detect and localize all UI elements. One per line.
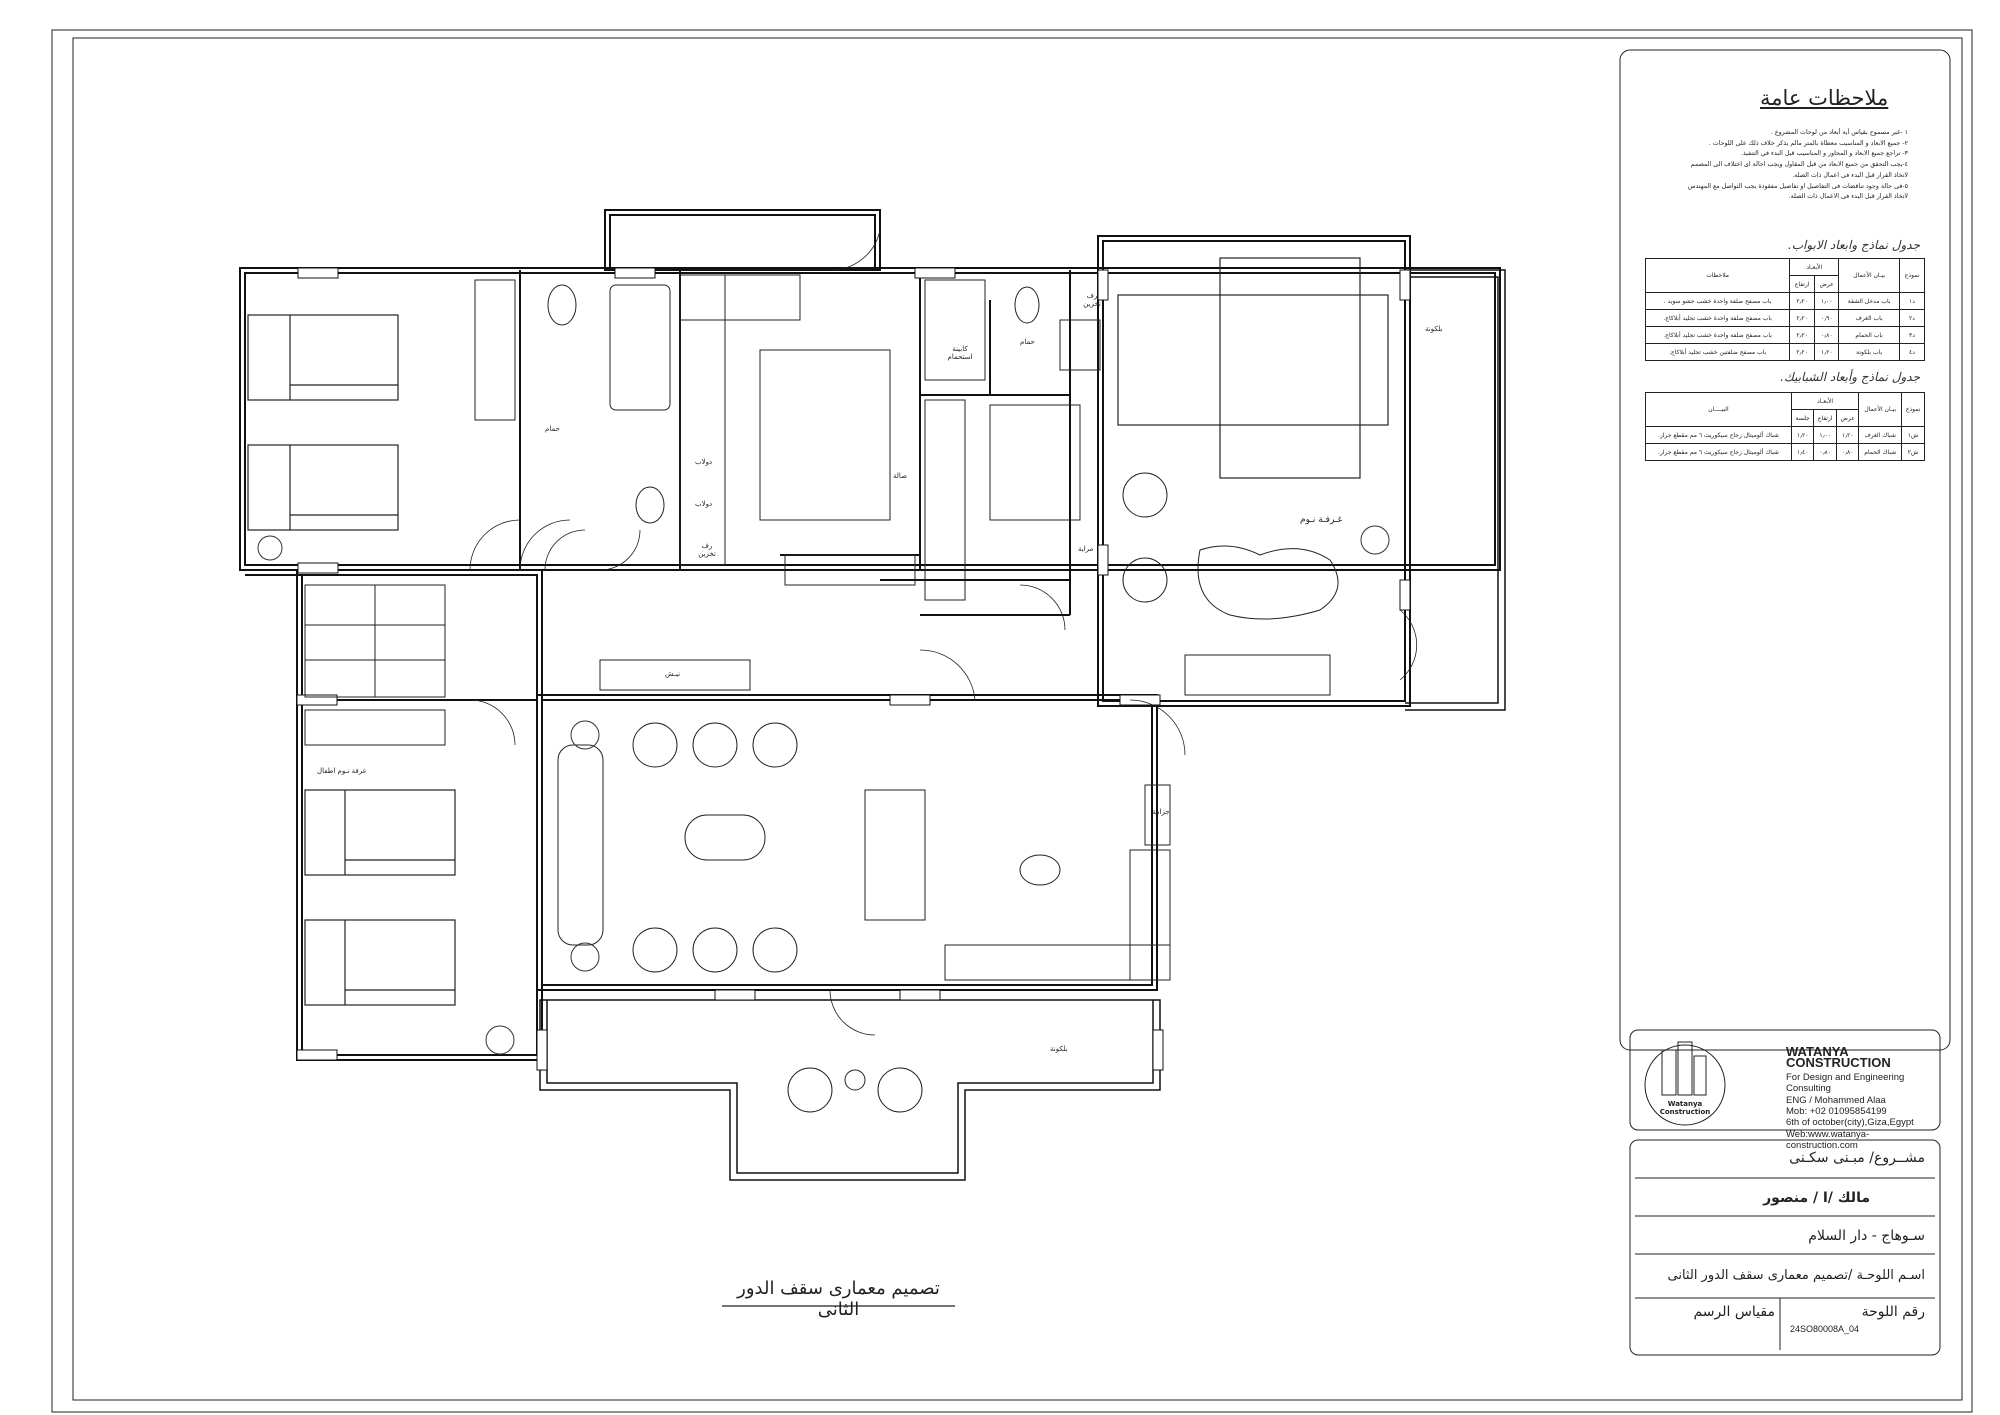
- table-row: د٢ باب الغرف ٠٫٩٠ ٢٫٢٠ باب مصفح ضلفة واح…: [1644, 309, 1926, 327]
- table-row: ش٢ شباك الحمام ٠٫٨٠ ٠٫٨٠ ١٫٤٠ شباك ألومي…: [1645, 443, 1925, 461]
- windows-header-desc: بيـان الأعمال: [1858, 392, 1903, 427]
- windows-header-sill: جلسة: [1790, 409, 1815, 427]
- windows-header-width: عرض: [1836, 409, 1860, 427]
- logo-caption: Watanya Construction: [1659, 1100, 1711, 1116]
- room-label-shelf2: رف تخزين: [1083, 292, 1101, 308]
- sheet-name: اسـم اللوحـة /تصميم معمارى سقف الدور الث…: [1667, 1268, 1925, 1283]
- company-info: WATANYA CONSTRUCTION For Design and Engi…: [1786, 1044, 1926, 1152]
- room-label-bath-center: حمام: [1020, 338, 1035, 346]
- company-logo: [1644, 1041, 1726, 1126]
- company-line: Web:www.watanya-construction.com: [1786, 1128, 1870, 1152]
- windows-table: نموذج بيـان الأعمال الأبعـاد البيــــان …: [1645, 392, 1925, 461]
- note-item: ٥-فى حالة وجود تناقضات فى التفاصيل او تف…: [1687, 182, 1908, 190]
- balcony-right: [1405, 269, 1506, 711]
- room-label-closet1: دولاب: [695, 458, 713, 466]
- windows-table-title: جدول نماذج وأبعاد الشبابيك.: [1780, 370, 1920, 384]
- room-label-kids-bedroom: غرفة نـوم اطفال: [317, 767, 367, 775]
- project-location: سـوهاج - دار السلام: [1808, 1228, 1925, 1244]
- company-line: ENG / Mohammed Alaa: [1786, 1094, 1886, 1106]
- table-row: د١ باب مدخل الشقة ١٫٠٠ ٢٫٢٠ باب مصفح ضلف…: [1644, 292, 1926, 310]
- note-item: لاتخاذ القرار قبل البدء فى اعمال ذات الص…: [1792, 171, 1908, 179]
- doors-header-notes: ملاحظات: [1644, 258, 1791, 293]
- company-panel-frame: [1629, 1029, 1941, 1131]
- windows-header-height: ارتفاع: [1813, 409, 1838, 427]
- table-row: د٤ باب بلكونة ١٫٢٠ ٢٫٢٠ باب مصفح ضلفتين …: [1644, 343, 1926, 361]
- titleblock-panel-frame: [1629, 1139, 1941, 1356]
- room-label-buffet: جزامة: [1152, 808, 1170, 816]
- balcony-bottom: [539, 999, 1161, 1181]
- bath-fixtures: [474, 279, 1101, 524]
- company-line: Mob: +02 01095854199: [1786, 1106, 1887, 1118]
- room-label-closet2: دولاب: [695, 500, 713, 508]
- note-item: ١ -غير مسموح بقياس أية أبعاد من لوحات ال…: [1770, 129, 1908, 136]
- plant-icons: [257, 525, 1390, 1055]
- drawing-title: تصميم معمارى سقف الدور الثانى: [737, 1278, 940, 1320]
- table-row: د٣ باب الحمام ٠٫٨٠ ٢٫٢٠ باب مصفح ضلفة وا…: [1644, 326, 1926, 344]
- project-name: مشــروع/ مبـنى سكـنى: [1789, 1150, 1925, 1166]
- sheet-outer-border: [51, 29, 1973, 1413]
- wardrobes: [304, 584, 751, 746]
- notes-title: ملاحظات عامة: [1760, 86, 1889, 110]
- note-item: ٤-يجب التحقق من جميع الابعاد من قبل المق…: [1690, 161, 1908, 169]
- scale-label: مقياس الرسم: [1693, 1304, 1775, 1320]
- company-name: WATANYA CONSTRUCTION: [1786, 1044, 1891, 1071]
- bed-furniture: [247, 257, 1389, 1006]
- sheet-number-label: رقم اللوحة: [1861, 1304, 1925, 1320]
- living-furniture: [557, 472, 1339, 1113]
- doors-header-height: ارتفاع: [1789, 275, 1816, 293]
- windows-header-dims: الأبعـاد: [1790, 392, 1860, 410]
- notes-list: ١ -غير مسموح بقياس أية أبعاد من لوحات ال…: [1640, 128, 1908, 203]
- room-label-bath-top: حمام: [545, 425, 560, 433]
- room-label-hall: صالة: [893, 472, 907, 480]
- room-label-shelf1: رف تخزين: [698, 542, 716, 558]
- company-line: For Design and Engineering Consulting: [1786, 1071, 1905, 1095]
- owner-name: مالك /ا / منصور: [1763, 1190, 1870, 1206]
- doors-header-width: عرض: [1814, 275, 1840, 293]
- room-label-niche: نيـش: [665, 670, 681, 678]
- table-row: ش١ شباك الغرف ١٫٢٠ ١٫٠٠ ١٫٢٠ شباك ألوميت…: [1645, 426, 1925, 444]
- sheet-inner-border: [72, 37, 1963, 1401]
- doors-table: نموذج بيـان الأعمال الأبعـاد ملاحظات عرض…: [1644, 258, 1926, 361]
- company-line: 6th of october(city),Giza,Egypt: [1786, 1117, 1914, 1129]
- kitchen-counters: [679, 274, 1081, 601]
- doors-header-desc: بيـان الأعمال: [1838, 258, 1900, 293]
- room-label-mirror: مراية: [1078, 545, 1094, 553]
- interior-walls: [245, 270, 1150, 701]
- windows-header-model: نموذج: [1901, 392, 1925, 427]
- doors-table-title: جدول نماذج وابعاد الابواب.: [1787, 238, 1920, 252]
- exterior-walls: [239, 209, 1501, 1061]
- sheet-number: 24SO80008A_04: [1790, 1324, 1860, 1334]
- doors-header-model: نموذج: [1898, 258, 1926, 293]
- note-item: ٣- تراجع جميع الابعاد و المحاور و المناس…: [1740, 150, 1908, 158]
- room-label-balcony-right: بلكونة: [1425, 325, 1443, 333]
- doors-header-dims: الأبعـاد: [1789, 258, 1840, 276]
- room-label-bedroom: غـرفـة نـوم: [1300, 515, 1343, 525]
- room-label-balcony-bottom: بلكونة: [1050, 1045, 1068, 1053]
- room-label-shower-cabin: كابينة استحمام: [947, 345, 973, 361]
- notes-panel-frame: [1619, 49, 1951, 1051]
- door-swings: [469, 229, 1418, 1036]
- window-marks: [296, 267, 1411, 1071]
- windows-header-statement: البيــــان: [1645, 392, 1792, 427]
- note-item: لاتخاذ القرار قبل البدء فى الاعمال ذات ا…: [1788, 193, 1908, 201]
- note-item: ٢- جميع الابعاد و المناسيب معطاة بالمتر …: [1708, 139, 1908, 147]
